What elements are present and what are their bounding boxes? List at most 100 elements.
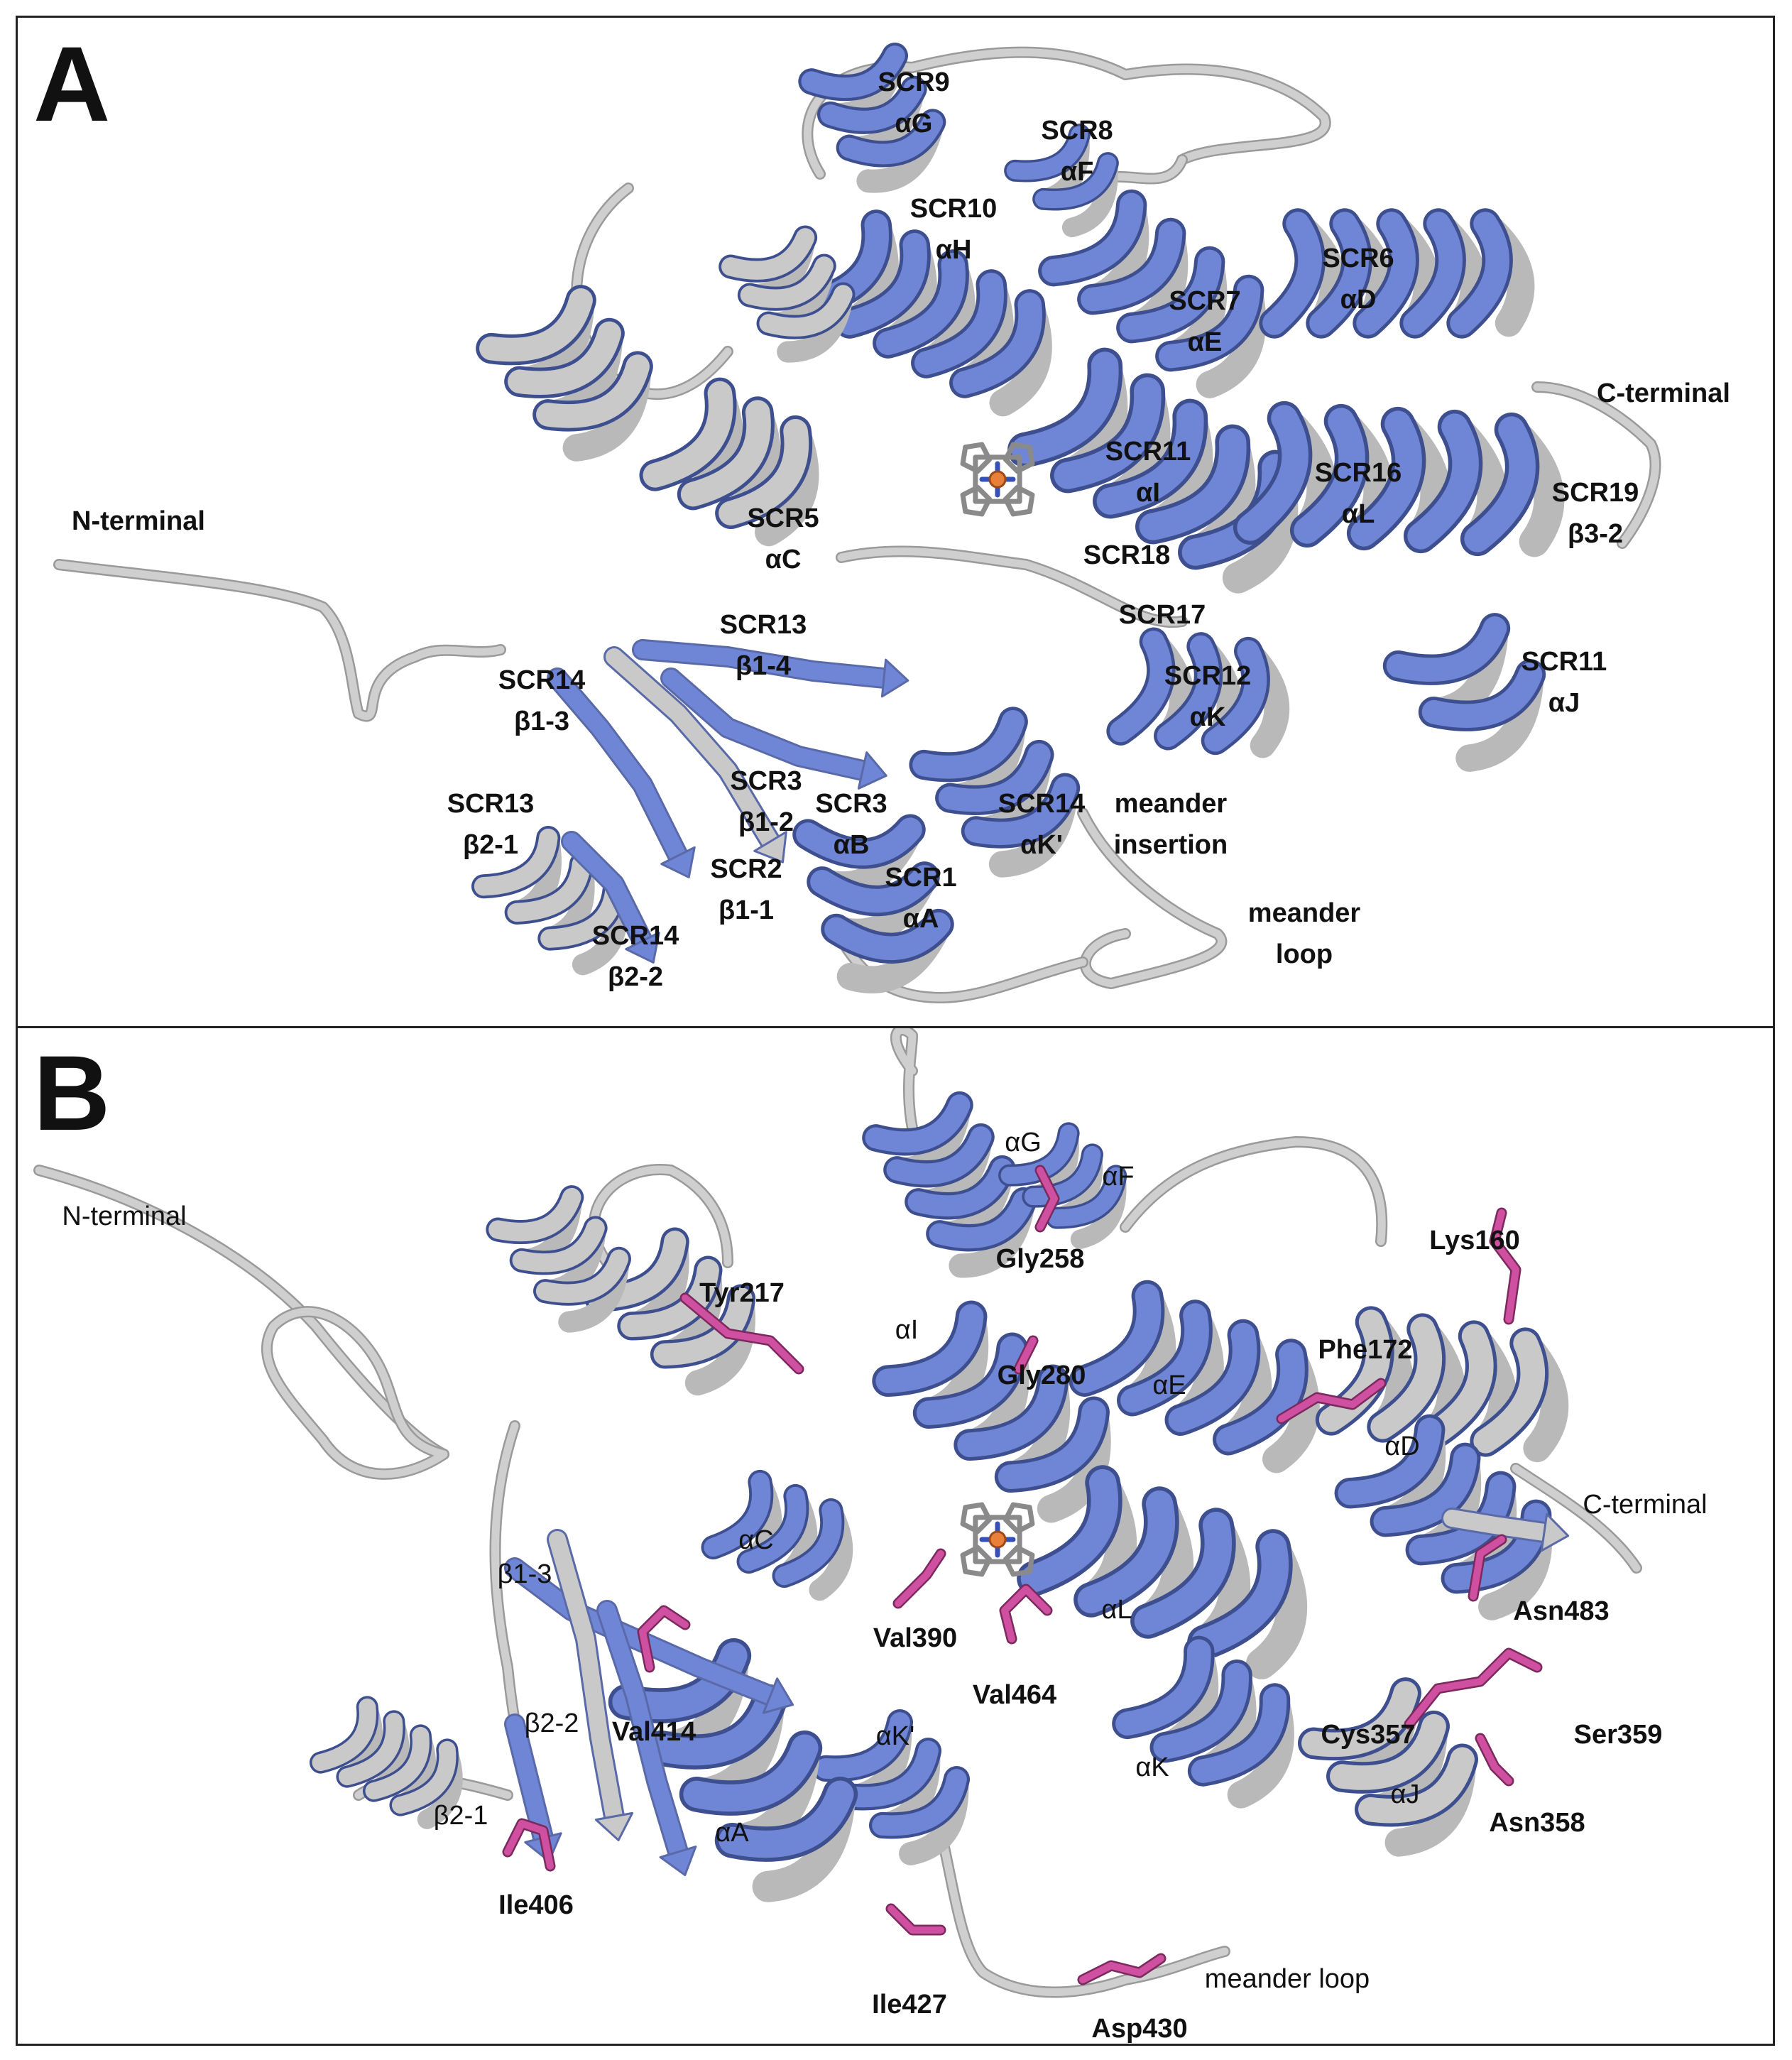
b-c-terminal-coil	[1512, 1464, 1641, 1572]
label-b-b13: β1-3	[497, 1559, 552, 1589]
label-b-ile406: Ile406	[498, 1890, 574, 1920]
a-c-terminal-coil	[1533, 383, 1659, 547]
b-residue-val414	[639, 1607, 689, 1671]
label-b-ile427: Ile427	[872, 1990, 947, 2020]
b-residue-ile406	[504, 1820, 554, 1870]
label-b-d: αD	[1384, 1432, 1420, 1461]
a-strand-b22	[563, 833, 651, 949]
a-helix-k-prime	[909, 707, 1081, 878]
label-b-cys357: Cys357	[1321, 1720, 1416, 1750]
a-helix-c-gray	[639, 377, 819, 547]
label-b-phe172: Phe172	[1318, 1335, 1413, 1365]
a-helix-g	[798, 42, 946, 193]
label-b-e: αE	[1152, 1370, 1186, 1400]
b-strand-b22	[506, 1716, 552, 1846]
b-helix-f	[998, 1122, 1127, 1249]
a-heme	[960, 442, 1035, 517]
label-n-terminal-a: N-terminal	[72, 506, 205, 536]
panel-a-letter: A	[33, 24, 111, 143]
b-strand-b12	[599, 1602, 687, 1860]
b-top-coil	[892, 1028, 931, 1175]
b-helix-l	[1017, 1465, 1308, 1679]
a-center-coil	[837, 547, 1186, 626]
label-b-lys160: Lys160	[1429, 1226, 1520, 1255]
b-residue-ile427	[887, 1905, 944, 1934]
a-helix-i	[1007, 347, 1299, 594]
label-scr18: SCR18	[1083, 540, 1171, 570]
b-residue-phe172	[1278, 1380, 1384, 1422]
label-b-k-prime: αK'	[875, 1721, 915, 1751]
b-helix-d	[1315, 1306, 1569, 1463]
panel-b: B αG αF N-terminal Gly258 Lys160 Tyr217 …	[16, 1026, 1775, 2046]
label-b-val390: Val390	[873, 1623, 958, 1653]
label-b-j: αJ	[1390, 1780, 1420, 1809]
a-helix-a	[792, 814, 954, 993]
label-b-n-terminal: N-terminal	[62, 1201, 187, 1231]
a-helix-left-gray	[476, 285, 653, 462]
label-b-gly280: Gly280	[997, 1361, 1086, 1390]
panel-a-structure-art	[53, 42, 1661, 1003]
label-b-b22: β2-2	[524, 1709, 579, 1738]
a-strand-b11-arrow	[753, 831, 787, 863]
a-helix-d	[1259, 208, 1535, 339]
b-strand-b13-arrow	[762, 1677, 794, 1714]
a-strand-b11	[606, 648, 779, 850]
label-b-asn358: Asn358	[1489, 1808, 1585, 1838]
b-helix-i	[872, 1300, 1111, 1523]
b-helix-k-prime	[812, 1709, 971, 1865]
a-strand-b14	[634, 641, 892, 687]
b-strand-b11	[549, 1531, 623, 1825]
label-b-a: αA	[715, 1818, 749, 1848]
a-helix-e	[1038, 189, 1267, 398]
b-heme	[960, 1502, 1035, 1577]
b-top-right-coil	[1121, 1138, 1386, 1246]
b-helix-e	[1069, 1280, 1320, 1473]
b-helix-j	[1298, 1677, 1478, 1857]
b-helix-top-left-gray	[486, 1185, 631, 1333]
b-strand-b12-arrow	[659, 1846, 697, 1877]
label-b-l: αL	[1101, 1595, 1132, 1625]
a-n-terminal-coil	[55, 560, 505, 720]
a-strand-b14-arrow	[880, 658, 909, 698]
label-b-val414: Val414	[611, 1717, 696, 1747]
label-c-terminal-a: C-terminal	[1597, 378, 1730, 408]
panel-b-letter: B	[33, 1033, 111, 1152]
b-residue-gly280	[1015, 1337, 1037, 1373]
b-n-loop	[263, 1307, 448, 1478]
b-residue-asn483	[1470, 1536, 1505, 1600]
b-residue-asn358	[1477, 1735, 1512, 1784]
a-strand-b13	[549, 670, 687, 864]
a-helix-f	[1004, 124, 1119, 238]
label-b-k: αK	[1135, 1753, 1169, 1782]
a-strand-b12-arrow	[857, 751, 887, 790]
b-strand-c-terminal-arrow	[1540, 1513, 1570, 1552]
label-b-f: αF	[1102, 1162, 1135, 1192]
b-meander-coil	[936, 1826, 1229, 1996]
label-b-i: αI	[895, 1315, 919, 1345]
label-b-c: αC	[738, 1525, 774, 1555]
a-strand-b12	[662, 670, 871, 779]
a-helix-top-gray	[719, 225, 856, 363]
a-helix-l	[1233, 400, 1565, 557]
a-n-terminal-coil-outline	[53, 559, 506, 722]
panel-b-structure-art	[33, 1028, 1642, 1998]
